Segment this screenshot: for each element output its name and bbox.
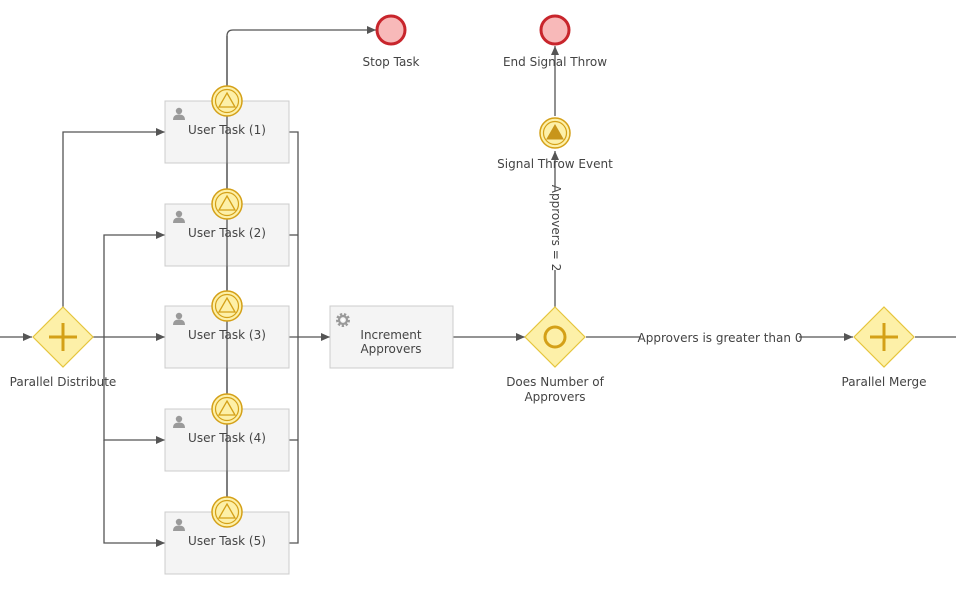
signal-triangle-icon: [217, 91, 237, 108]
user-icon: [173, 312, 185, 325]
flow-distribute-to-task-2[interactable]: [103, 231, 165, 337]
plus-icon: [49, 323, 77, 351]
signal-triangle-filled-icon: [546, 123, 564, 140]
end-signal-throw-event[interactable]: [539, 14, 571, 46]
does-number-label-line1: Does Number of: [506, 375, 604, 389]
stop-task-label: Stop Task: [363, 55, 420, 69]
parallel-merge-gateway[interactable]: [853, 306, 915, 368]
signal-triangle-icon: [217, 296, 237, 313]
signal-triangle-icon: [217, 502, 237, 519]
signal-triangle-icon: [217, 399, 237, 416]
boundary-signal-event-4[interactable]: [211, 393, 243, 425]
task-label-line1: Increment: [360, 328, 421, 342]
task-label-line2: Approvers: [360, 342, 421, 356]
signal-throw-event-label: Signal Throw Event: [497, 157, 613, 171]
flow-label-approvers-gt-0: Approvers is greater than 0: [638, 330, 803, 346]
flow-task-5-out[interactable]: [289, 337, 299, 544]
parallel-distribute-gateway[interactable]: [32, 306, 94, 368]
flow-distribute-to-task-1[interactable]: [62, 128, 165, 307]
flow-distribute-to-task-5[interactable]: [103, 440, 165, 547]
circle-icon: [543, 325, 567, 349]
flow-boundary-to-stop-task[interactable]: [226, 26, 376, 513]
plus-icon: [870, 323, 898, 351]
signal-throw-event[interactable]: [539, 117, 571, 149]
parallel-distribute-label: Parallel Distribute: [10, 375, 117, 389]
parallel-merge-label: Parallel Merge: [842, 375, 927, 389]
gear-icon: [336, 313, 350, 327]
user-icon: [173, 210, 185, 223]
boundary-signal-event-5[interactable]: [211, 496, 243, 528]
boundary-signal-event-2[interactable]: [211, 188, 243, 220]
task-box[interactable]: [329, 305, 454, 369]
user-task-5[interactable]: User Task (5): [164, 511, 290, 575]
flow-task-1-out[interactable]: [289, 131, 299, 337]
stop-task-end-event[interactable]: [375, 14, 407, 46]
increment-approvers-task[interactable]: Increment Approvers: [329, 305, 454, 369]
does-number-label-line2: Approvers: [524, 390, 585, 404]
signal-triangle-icon: [217, 194, 237, 211]
boundary-signal-event-3[interactable]: [211, 290, 243, 322]
flow-label-text: Approvers = 2: [549, 185, 563, 271]
user-icon: [173, 518, 185, 531]
task-label: User Task (5): [188, 534, 266, 548]
flow-label-approvers-eq-2: Approvers = 2: [548, 185, 564, 271]
end-signal-throw-label: End Signal Throw: [503, 55, 607, 69]
sequence-flows: [0, 26, 956, 547]
flow-label-text: Approvers is greater than 0: [638, 331, 803, 345]
boundary-signal-event-1[interactable]: [211, 85, 243, 117]
does-number-of-approvers-gateway[interactable]: [524, 306, 586, 368]
user-icon: [173, 107, 185, 120]
user-icon: [173, 415, 185, 428]
